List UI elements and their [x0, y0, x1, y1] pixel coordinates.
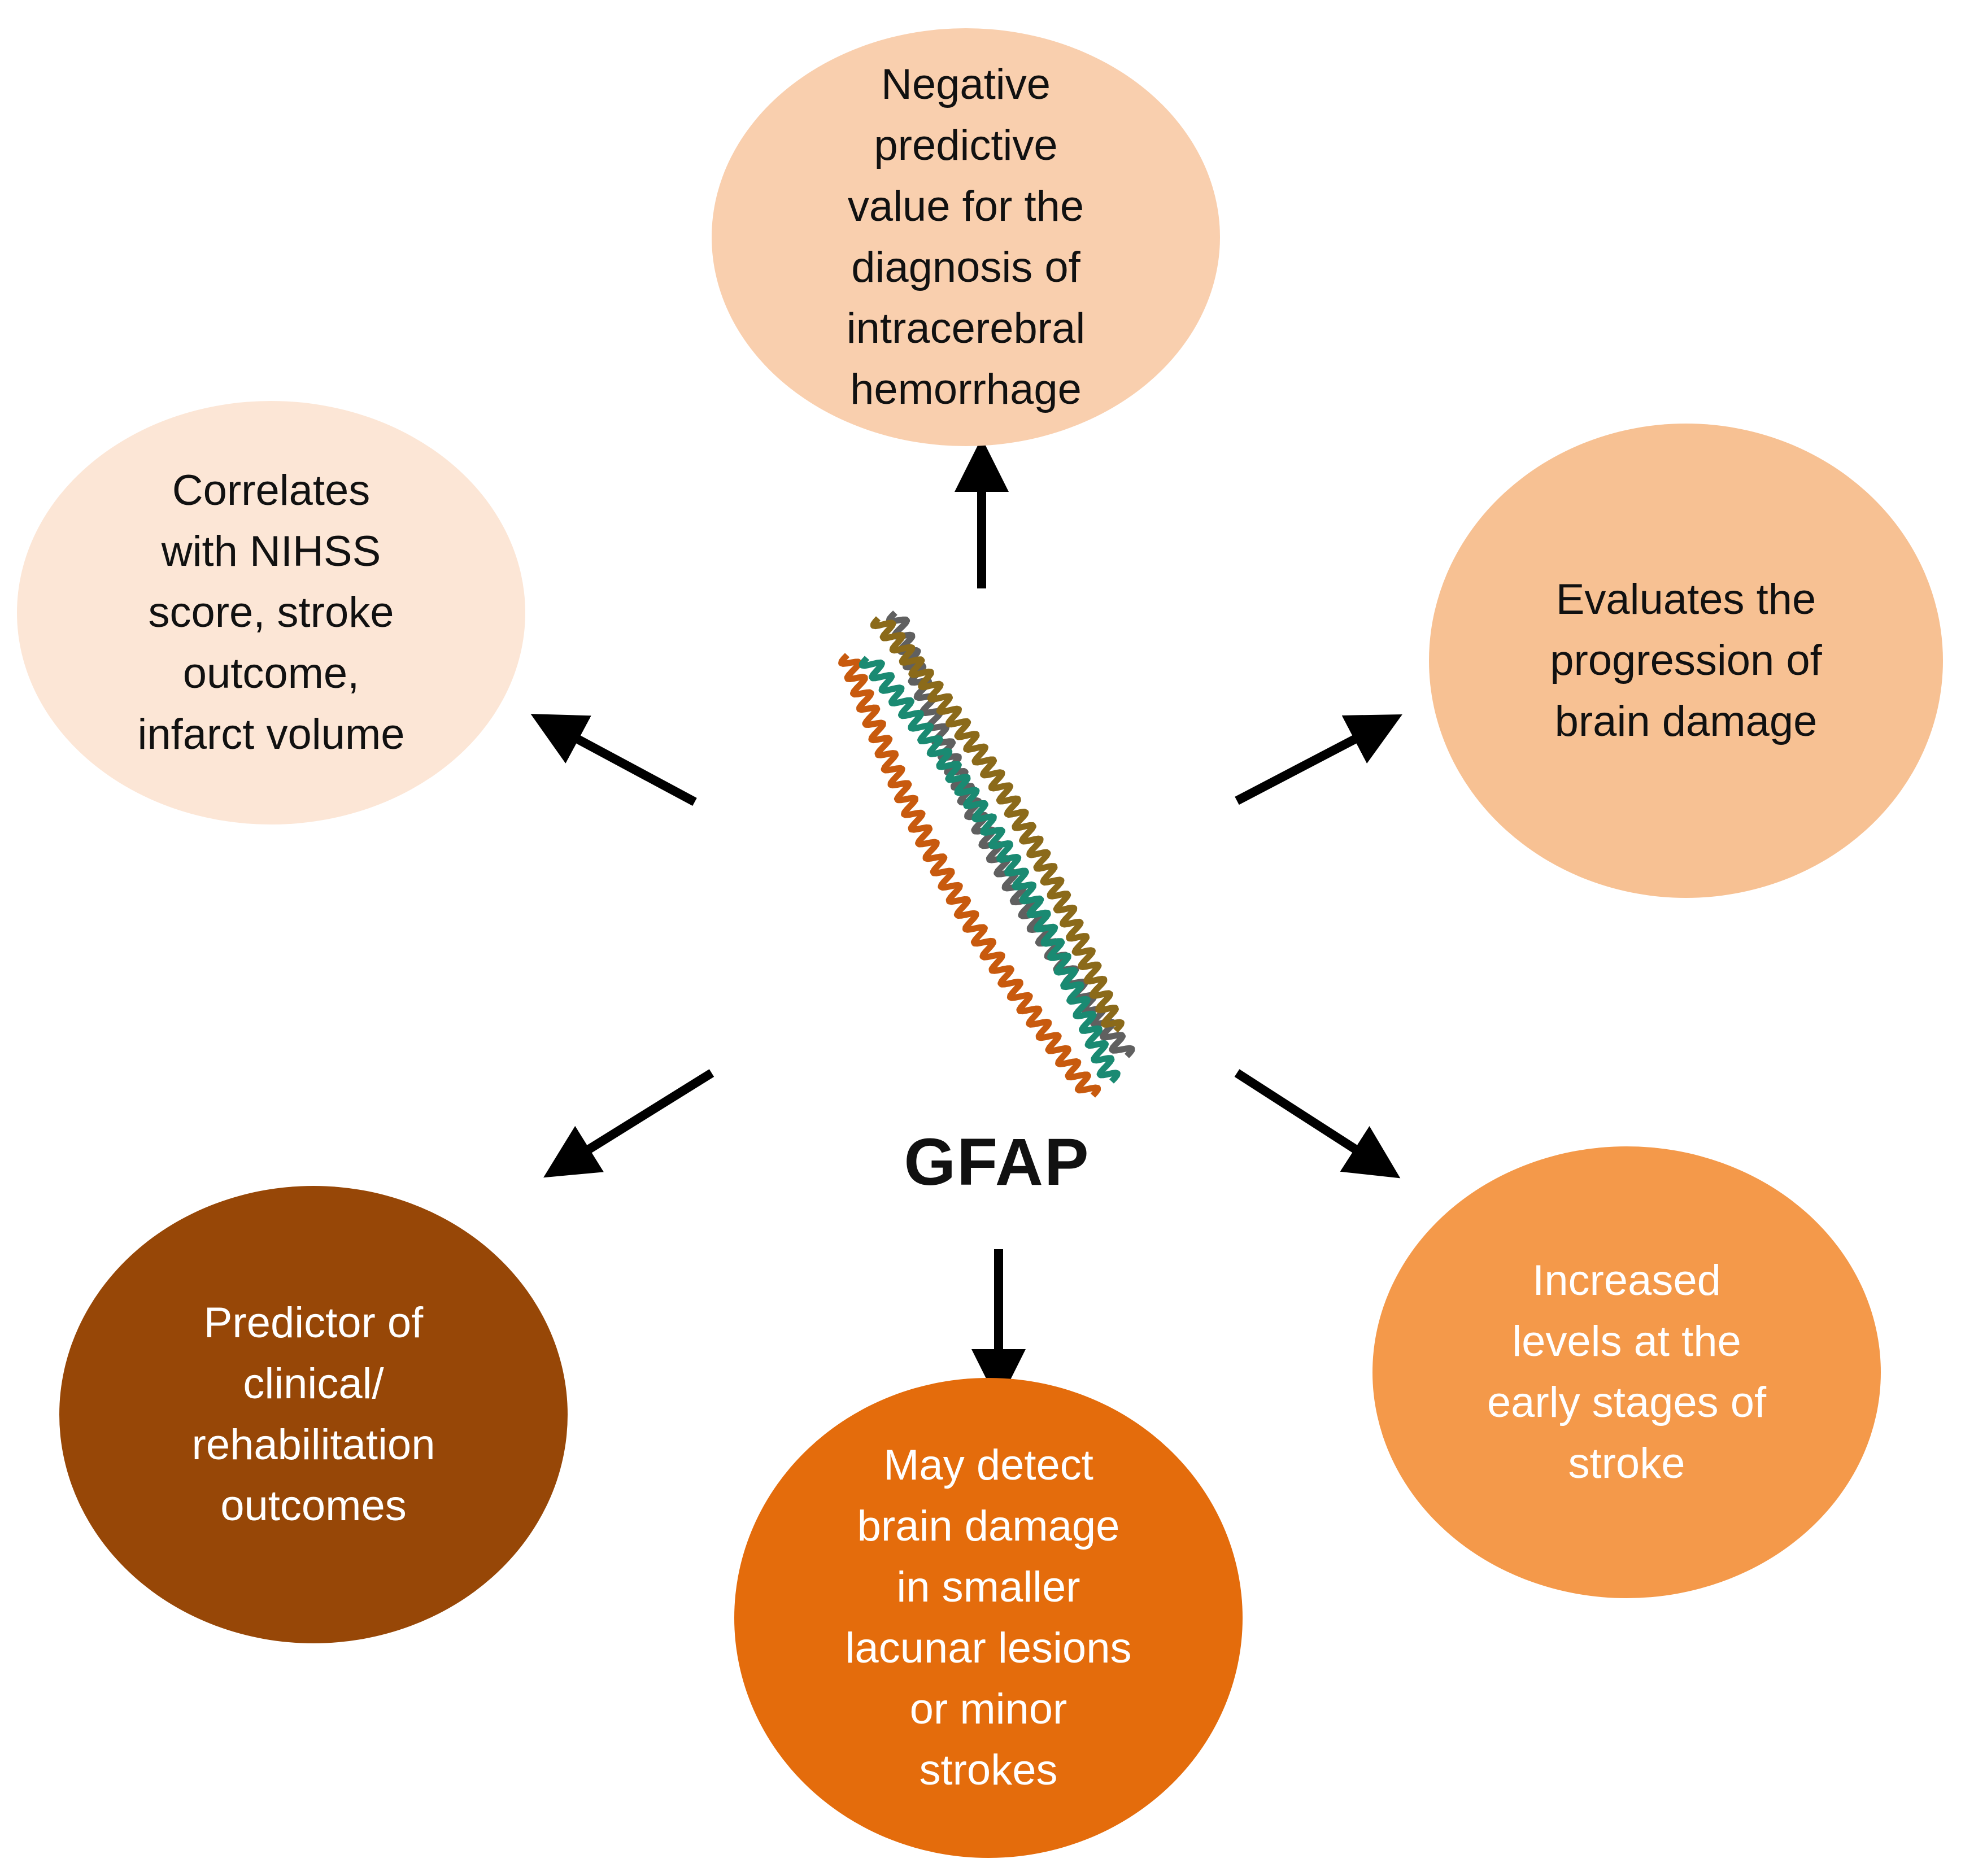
protein-helix-strand — [838, 653, 1101, 1098]
node-increased-levels: Increased levels at the early stages of … — [1372, 1146, 1881, 1598]
protein-helix-strand — [870, 616, 1125, 1033]
node-negative-predictive-value: Negative predictive value for the diagno… — [712, 28, 1220, 446]
gfap-protein-structure-icon — [838, 610, 1135, 1098]
node-negative-predictive-value-text: Negative predictive value for the diagno… — [846, 60, 1086, 413]
arrow-to-upper-left — [530, 714, 697, 806]
arrow-to-lower-left — [543, 1069, 714, 1178]
node-predictor-outcomes: Predictor of clinical/ rehabilitation ou… — [59, 1186, 568, 1643]
arrow-to-lower-right — [1234, 1069, 1401, 1179]
node-evaluates-progression-text: Evaluates the progression of brain damag… — [1550, 575, 1822, 745]
node-correlates-nihss-text: Correlates with NIHSS score, stroke outc… — [137, 466, 405, 758]
node-may-detect-brain-damage-text: May detect brain damage in smaller lacun… — [845, 1441, 1132, 1794]
protein-helix-strand — [859, 656, 1121, 1084]
node-predictor-outcomes-text: Predictor of clinical/ rehabilitation ou… — [191, 1299, 435, 1530]
node-increased-levels-text: Increased levels at the early stages of … — [1487, 1257, 1767, 1487]
center-label-gfap: GFAP — [904, 1125, 1090, 1199]
node-may-detect-brain-damage: May detect brain damage in smaller lacun… — [734, 1378, 1243, 1858]
arrow-to-upper-right — [1235, 714, 1402, 805]
node-evaluates-progression: Evaluates the progression of brain damag… — [1429, 424, 1943, 898]
node-correlates-nihss: Correlates with NIHSS score, stroke outc… — [17, 401, 525, 824]
